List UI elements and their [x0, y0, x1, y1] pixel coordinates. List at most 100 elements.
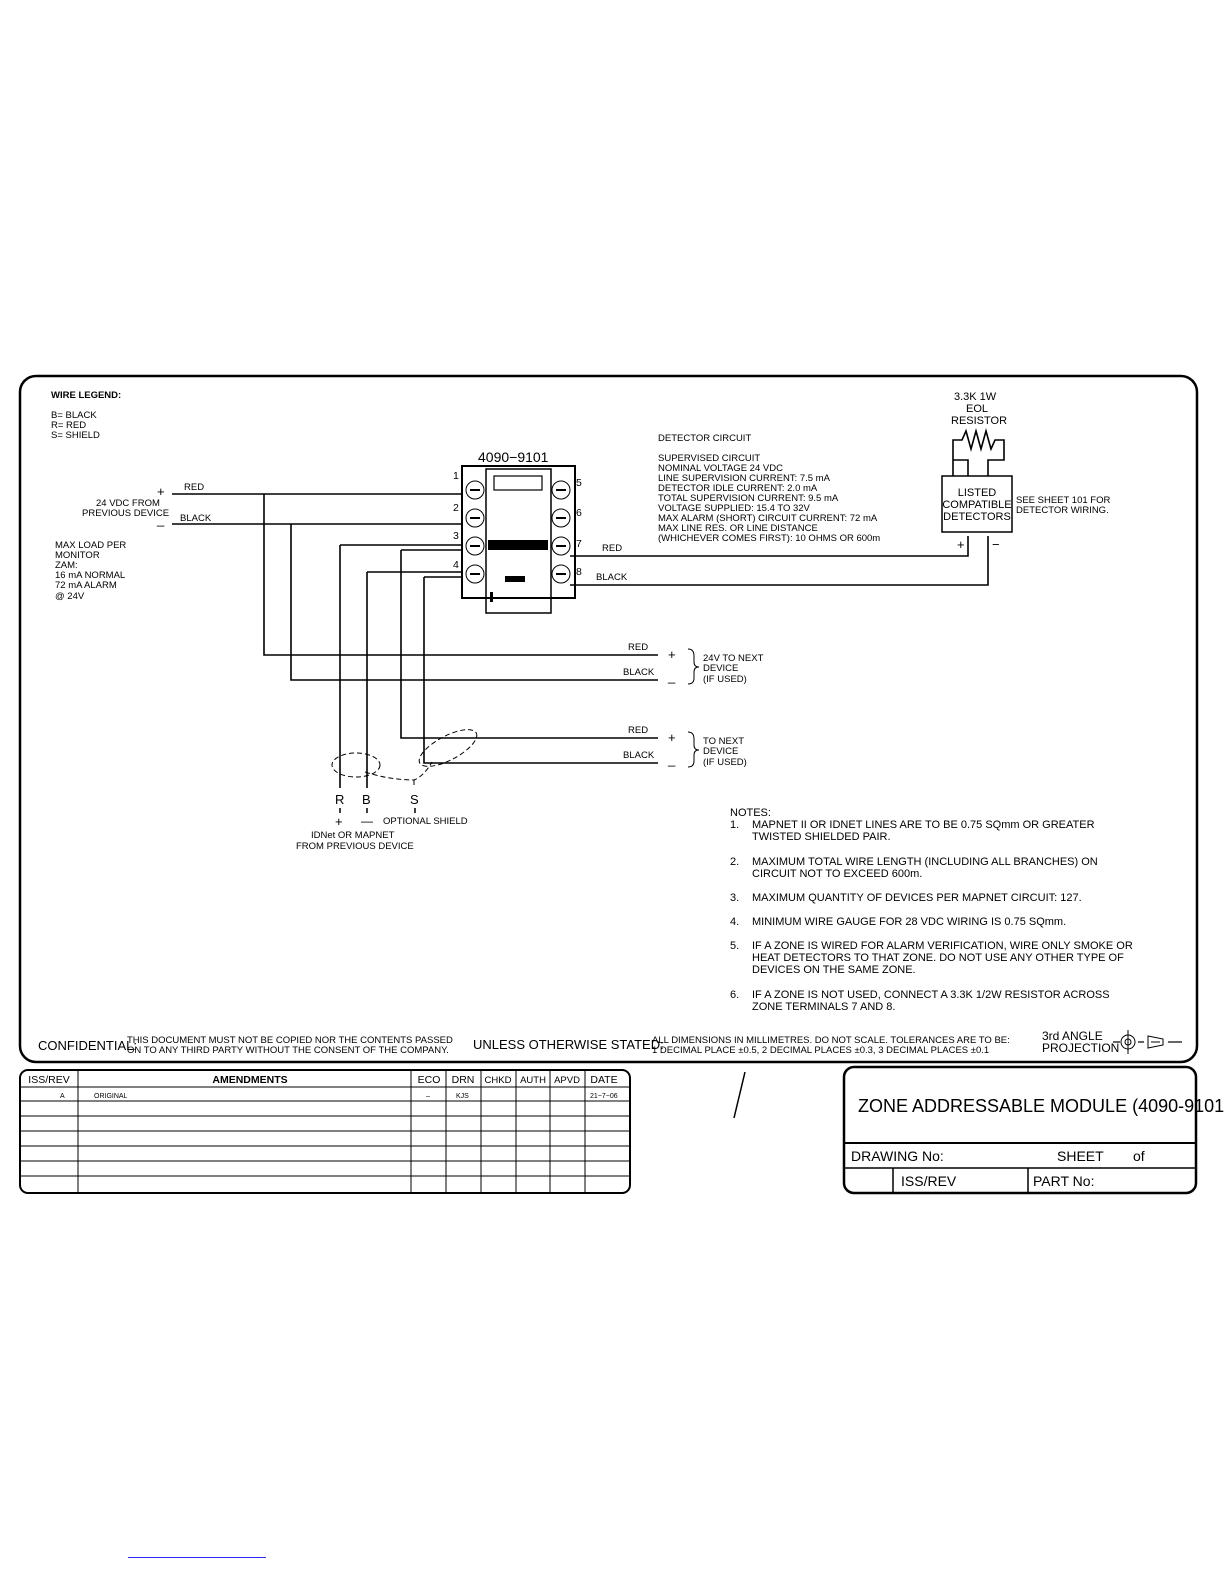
notes: NOTES: 1. MAPNET II OR IDNET LINES ARE T… — [730, 807, 1133, 1013]
frame-footer: CONFIDENTIAL: THIS DOCUMENT MUST NOT BE … — [38, 1029, 1182, 1056]
idnet-line2: FROM PREVIOUS DEVICE — [296, 841, 414, 852]
spec-line: LINE SUPERVISION CURRENT: 7.5 mA — [658, 473, 831, 484]
projection-label: PROJECTION — [1042, 1041, 1119, 1055]
note-line: MINIMUM WIRE GAUGE FOR 28 VDC WIRING IS … — [752, 916, 1066, 928]
detectors-label: LISTED — [958, 487, 997, 499]
confidential-text: THIS DOCUMENT MUST NOT BE COPIED NOR THE… — [127, 1035, 453, 1046]
detector-wires — [570, 536, 989, 586]
note-line: DEVICES ON THE SAME ZONE. — [752, 964, 916, 976]
detectors-label: COMPATIBLE — [942, 499, 1011, 511]
max-load-line: @ 24V — [55, 591, 85, 602]
idnet-plus: + — [335, 814, 343, 829]
table-cell: KJS — [456, 1093, 469, 1100]
see-sheet-note: SEE SHEET 101 FOR — [1016, 495, 1110, 506]
next-loop-black: BLACK — [623, 750, 655, 761]
input-wires — [172, 493, 658, 788]
shield-dashes — [331, 729, 478, 788]
next-24v-text: (IF USED) — [703, 674, 747, 685]
part-no-label: PART No: — [1033, 1173, 1094, 1189]
wire-legend: WIRE LEGEND: B= BLACK R= RED S= SHIELD — [51, 390, 121, 441]
note-number: 5. — [730, 940, 739, 952]
idnet-r: R — [335, 792, 344, 807]
terminal-number: 1 — [453, 470, 459, 482]
terminal-screw — [465, 480, 571, 584]
module-led — [490, 592, 493, 602]
table-cell: 21−7−06 — [590, 1093, 618, 1100]
note-line: MAXIMUM TOTAL WIRE LENGTH (INCLUDING ALL… — [752, 856, 1098, 868]
column-header: DRN — [452, 1074, 475, 1086]
unless-label: UNLESS OTHERWISE STATED: — [473, 1037, 664, 1052]
next-24v-text: 24V TO NEXT — [703, 653, 764, 664]
drawing-frame — [18, 374, 1199, 1064]
column-header: AMENDMENTS — [212, 1074, 287, 1086]
note-line: MAPNET II OR IDNET LINES ARE TO BE 0.75 … — [752, 819, 1095, 831]
note-line: HEAT DETECTORS TO THAT ZONE. DO NOT USE … — [752, 952, 1124, 964]
projection-label: 3rd ANGLE — [1042, 1029, 1103, 1043]
power-plus: + — [157, 484, 165, 499]
module-window — [493, 475, 543, 491]
column-header: CHKD — [485, 1075, 512, 1086]
hyperlink-underline[interactable] — [128, 1557, 266, 1558]
legend-item: B= BLACK — [51, 410, 97, 421]
eol-label: RESISTOR — [951, 415, 1007, 427]
column-header: APVD — [554, 1075, 580, 1086]
eol-label: EOL — [966, 403, 988, 415]
note-number: 4. — [730, 916, 739, 928]
next-loop-text: TO NEXT — [703, 736, 744, 747]
amendments-table: ISS/REV AMENDMENTS ECO DRN CHKD AUTH APV… — [19, 1069, 631, 1194]
module-center — [485, 468, 552, 614]
next-loop-minus: _ — [667, 752, 676, 767]
column-header: AUTH — [520, 1075, 546, 1086]
spec-line: MAX LINE RES. OR LINE DISTANCE — [658, 523, 818, 534]
notes-title: NOTES: — [730, 807, 771, 819]
next-24v-minus: _ — [667, 669, 676, 684]
terminal-number: 2 — [453, 502, 459, 514]
eol-label: 3.3K 1W — [954, 391, 997, 403]
table-row: A ORIGINAL – KJS 21−7−06 — [60, 1093, 618, 1100]
max-load-line: ZAM: — [55, 560, 78, 571]
optional-shield-label: OPTIONAL SHIELD — [383, 816, 468, 827]
max-load-note: MAX LOAD PER MONITOR ZAM: 16 mA NORMAL 7… — [55, 540, 126, 602]
next-24v-device: RED BLACK + _ 24V TO NEXT DEVICE (IF USE… — [623, 642, 764, 685]
spec-line: TOTAL SUPERVISION CURRENT: 9.5 mA — [658, 493, 839, 504]
next-loop-plus: + — [668, 730, 676, 745]
confidential-text: ON TO ANY THIRD PARTY WITHOUT THE CONSEN… — [127, 1045, 449, 1056]
table-cell: – — [426, 1093, 430, 1100]
next-24v-text: DEVICE — [703, 663, 738, 674]
module-body — [461, 465, 576, 599]
table-cell: A — [60, 1093, 65, 1100]
slash-mark — [733, 1071, 746, 1119]
power-from-line1: 24 VDC FROM — [96, 498, 160, 509]
spec-line: SUPERVISED CIRCUIT — [658, 453, 760, 464]
terminal-number: 3 — [453, 530, 459, 542]
power-from-line2: PREVIOUS DEVICE — [82, 508, 169, 519]
max-load-line: 72 mA ALARM — [55, 580, 117, 591]
spec-line: (WHICHEVER COMES FIRST): 10 OHMS OR 600m — [658, 533, 880, 544]
note-line: MAXIMUM QUANTITY OF DEVICES PER MAPNET C… — [752, 892, 1082, 904]
spec-line: NOMINAL VOLTAGE 24 VDC — [658, 463, 783, 474]
sheet-label: SHEET — [1057, 1148, 1104, 1164]
of-label: of — [1133, 1148, 1145, 1164]
unless-text: 1 DECIMAL PLACE ±0.5, 2 DECIMAL PLACES ±… — [652, 1045, 989, 1056]
next-loop-text: DEVICE — [703, 746, 738, 757]
idnet-input: R B S + — OPTIONAL SHIELD IDNet OR MAPNE… — [296, 792, 468, 852]
column-header: ECO — [418, 1074, 441, 1086]
confidential-label: CONFIDENTIAL: — [38, 1038, 137, 1053]
next-loop-red: RED — [628, 725, 648, 736]
detector-black-label: BLACK — [596, 572, 628, 583]
idnet-b: B — [362, 792, 371, 807]
note-number: 2. — [730, 856, 739, 868]
idnet-s: S — [410, 792, 419, 807]
note-number: 6. — [730, 989, 739, 1001]
detectors-box: LISTED COMPATIBLE DETECTORS + − — [941, 475, 1013, 552]
legend-item: S= SHIELD — [51, 430, 100, 441]
note-line: ZONE TERMINALS 7 AND 8. — [752, 1001, 895, 1013]
module-dip-switch — [505, 576, 525, 582]
zam-module: 4090−9101 1 2 3 4 5 6 7 8 — [453, 449, 582, 614]
drawing-no-label: DRAWING No: — [851, 1148, 944, 1164]
next-24v-black: BLACK — [623, 667, 655, 678]
legend-item: R= RED — [51, 420, 86, 431]
note-line: TWISTED SHIELDED PAIR. — [752, 831, 891, 843]
terminal-number: 5 — [576, 477, 582, 489]
